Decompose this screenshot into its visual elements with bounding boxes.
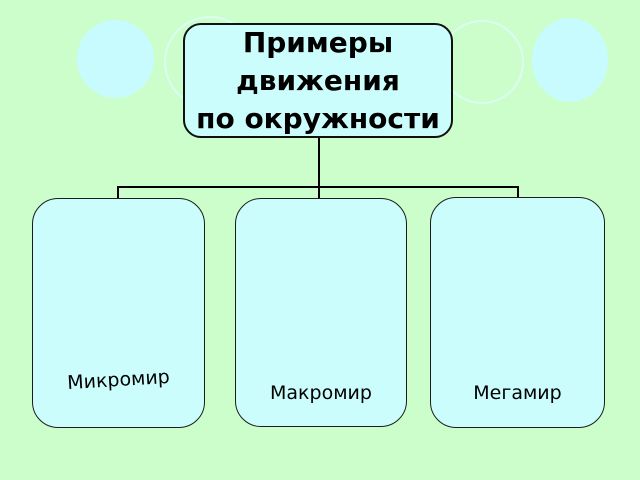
child-node-micromir: Микромир: [32, 198, 205, 428]
child-node-label: Мегамир: [473, 382, 562, 404]
child-node-megamir: Мегамир: [430, 197, 605, 428]
filled-circle-icon: [77, 20, 154, 98]
filled-circle-icon: [532, 18, 608, 102]
child-node-label: Макромир: [270, 382, 372, 404]
child-node-macromir: Макромир: [235, 198, 407, 427]
child-node-label: Микромир: [66, 365, 171, 395]
root-node-title-box: Примеры движения по окружности: [183, 23, 453, 138]
root-node-title: Примеры движения по окружности: [196, 25, 440, 135]
